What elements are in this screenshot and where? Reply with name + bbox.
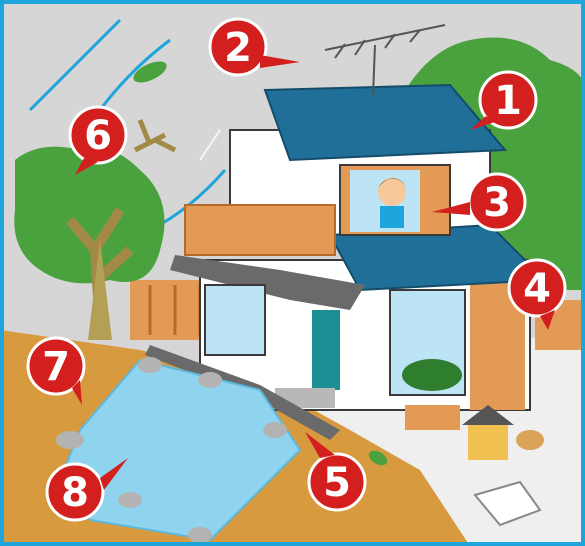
marker-8-label: 8 (61, 470, 89, 516)
marker-5-label: 5 (323, 460, 351, 506)
front-door (312, 310, 340, 390)
marker-6-label: 6 (84, 113, 112, 159)
marker-1-label: 1 (494, 78, 522, 124)
marker-7-label: 7 (42, 344, 70, 390)
marker-3-label: 3 (483, 180, 511, 226)
marker-2-label: 2 (224, 25, 252, 71)
balcony (185, 205, 335, 255)
marker-4-label: 4 (523, 266, 551, 312)
dog (516, 430, 544, 450)
